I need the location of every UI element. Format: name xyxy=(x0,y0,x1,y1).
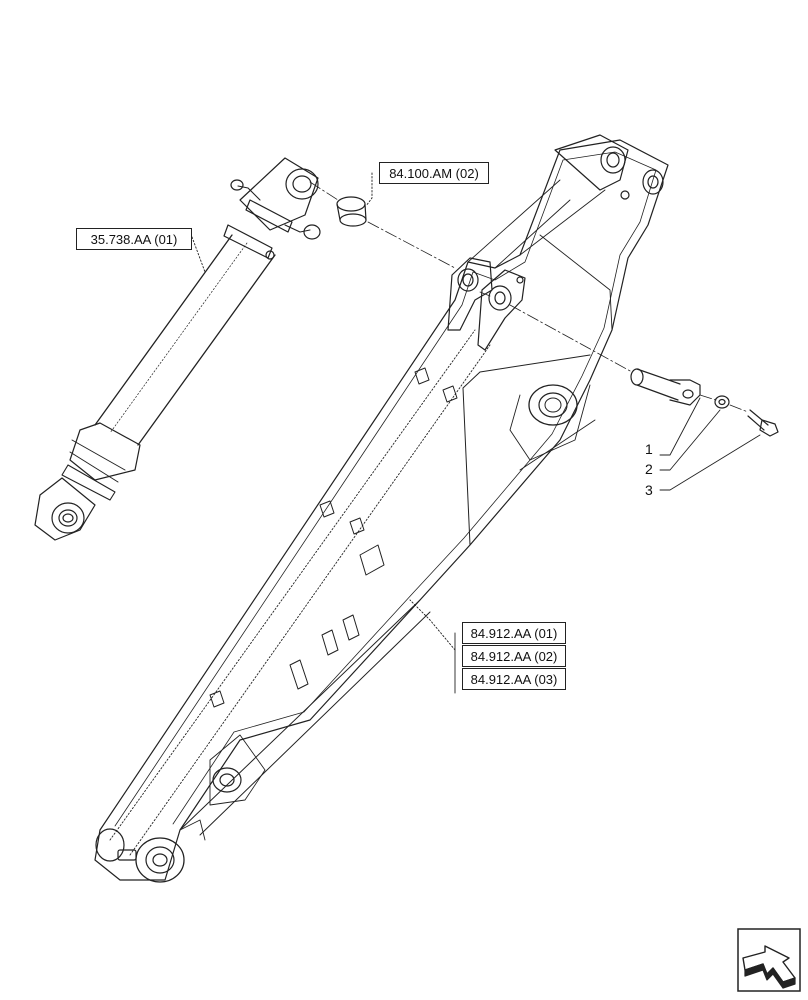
hydraulic-cylinder xyxy=(34,157,321,541)
boom-arm xyxy=(94,134,669,883)
leader-lines xyxy=(191,172,761,694)
ref-boom-2[interactable]: 84.912.AA (02) xyxy=(462,645,566,667)
pin xyxy=(630,368,701,406)
pin-assembly xyxy=(630,368,779,437)
assembly-centerlines xyxy=(309,181,749,413)
bushing xyxy=(336,196,367,227)
callout-1: 1 xyxy=(645,441,653,457)
next-page-arrow-icon[interactable] xyxy=(737,928,801,992)
ref-bushing[interactable]: 84.100.AM (02) xyxy=(379,162,489,184)
boom-mounting-pads xyxy=(209,367,458,708)
ref-boom-3[interactable]: 84.912.AA (03) xyxy=(462,668,566,690)
ref-cylinder[interactable]: 35.738.AA (01) xyxy=(76,228,192,250)
bolt xyxy=(747,409,779,437)
callout-2: 2 xyxy=(645,461,653,477)
callout-3: 3 xyxy=(645,482,653,498)
ref-boom-1[interactable]: 84.912.AA (01) xyxy=(462,622,566,644)
washer xyxy=(714,395,730,409)
